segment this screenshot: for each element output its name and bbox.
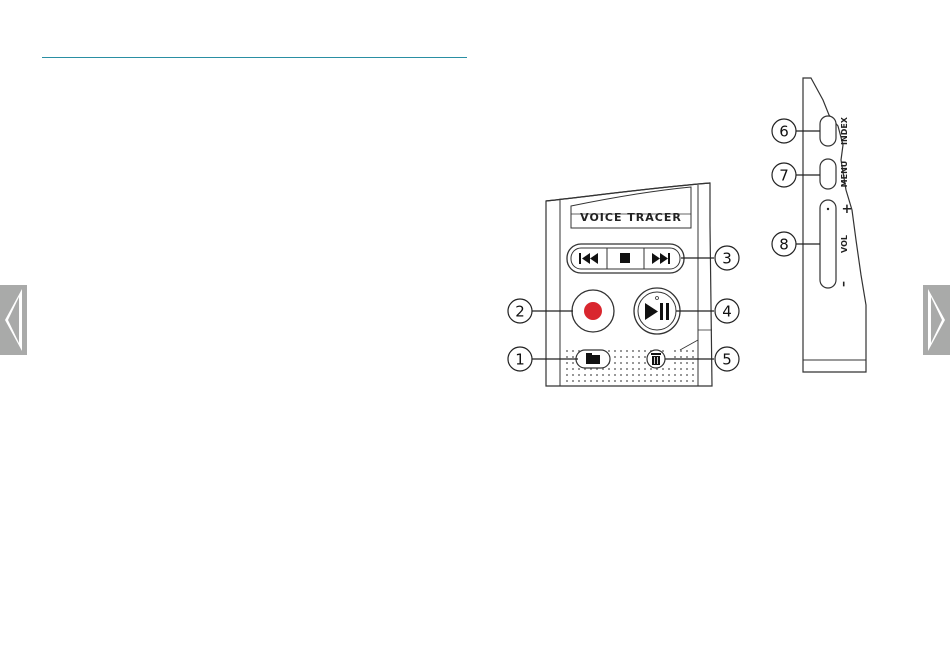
- callout-8-number: 8: [779, 236, 789, 254]
- callout-5-number: 5: [722, 351, 732, 369]
- record-button[interactable]: [572, 290, 614, 332]
- volume-minus-label: –: [836, 281, 850, 287]
- callout-1: 1: [508, 347, 532, 371]
- callout-6: 6: [772, 119, 796, 143]
- callout-4-number: 4: [722, 303, 732, 321]
- callout-8: 8: [772, 232, 796, 256]
- trash-icon: [651, 353, 661, 365]
- volume-rocker[interactable]: [820, 200, 836, 288]
- menu-label: MENU: [840, 161, 849, 188]
- record-icon: [584, 302, 602, 320]
- delete-button[interactable]: [647, 350, 665, 368]
- callout-2-number: 2: [515, 303, 525, 321]
- callout-3-number: 3: [722, 250, 732, 268]
- stop-icon: [620, 253, 630, 263]
- callout-7-number: 7: [779, 167, 789, 185]
- callout-1-number: 1: [515, 351, 525, 369]
- volume-plus-label: +: [842, 202, 853, 217]
- stop-button[interactable]: [620, 253, 630, 263]
- callout-4: 4: [715, 299, 739, 323]
- callout-5: 5: [715, 347, 739, 371]
- index-button[interactable]: [820, 116, 836, 146]
- brand-label: VOICE TRACER: [580, 211, 682, 224]
- callout-3: 3: [715, 246, 739, 270]
- play-pause-button[interactable]: [634, 288, 680, 334]
- index-label: INDEX: [840, 116, 849, 145]
- volume-label: VOL: [840, 235, 849, 253]
- callout-6-number: 6: [779, 123, 789, 141]
- folder-button[interactable]: [576, 350, 610, 368]
- menu-button[interactable]: [820, 159, 836, 189]
- callout-7: 7: [772, 163, 796, 187]
- callout-2: 2: [508, 299, 532, 323]
